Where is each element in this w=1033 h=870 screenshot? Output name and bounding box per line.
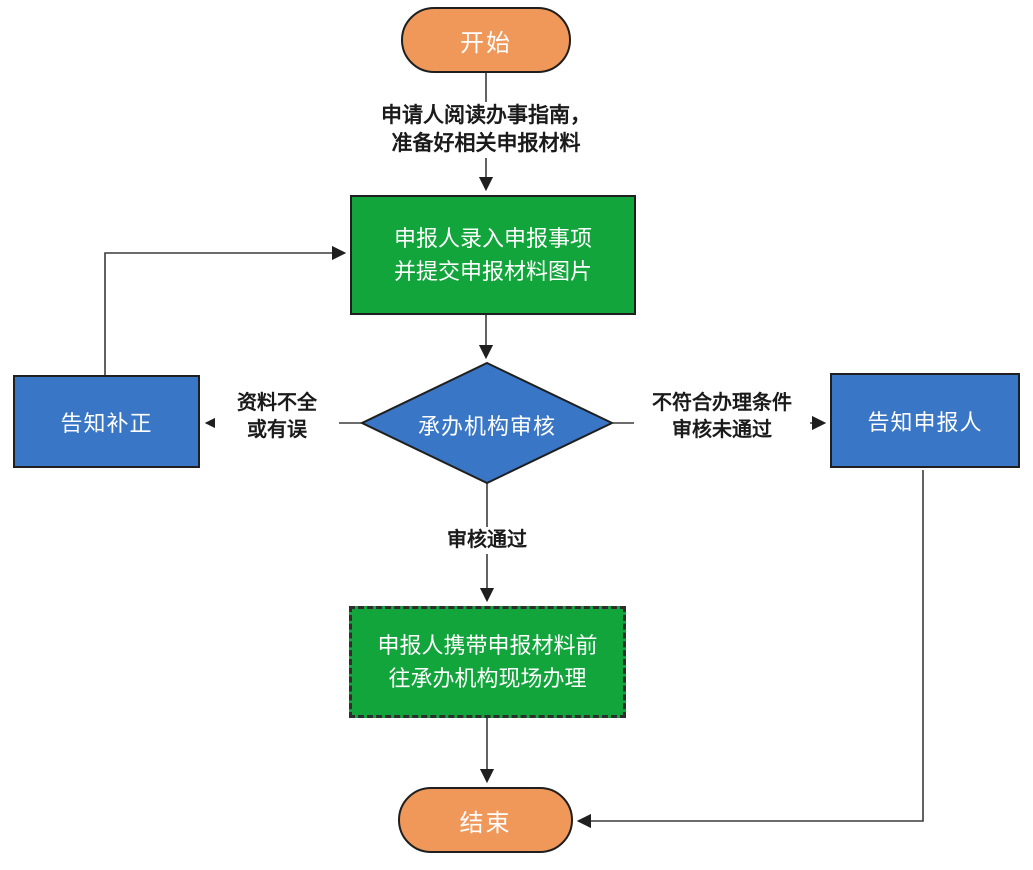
start-node-label: 开始 xyxy=(460,29,512,57)
edge-label-incomplete-line2: 或有误 xyxy=(247,419,307,441)
edge-label-prepare: 申请人阅读办事指南， 准备好相关申报材料 xyxy=(336,102,636,158)
edge-label-rejected: 不符合办理条件 审核未通过 xyxy=(634,390,810,444)
submit-process-line1: 申报人录入申报事项 xyxy=(393,226,592,251)
submit-process-line2: 并提交申报材料图片 xyxy=(393,259,592,284)
edge-label-incomplete-line1: 资料不全 xyxy=(237,392,317,414)
edge-label-prepare-line1: 申请人阅读办事指南， xyxy=(381,104,591,127)
onsite-process-node: 申报人携带申报材料前 往承办机构现场办理 xyxy=(349,606,626,718)
edge-label-rejected-line1: 不符合办理条件 xyxy=(652,392,792,414)
edge-notify-fix-to-submit xyxy=(104,245,347,375)
notify-fix-label: 告知补正 xyxy=(60,410,153,436)
end-node-label: 结束 xyxy=(459,809,512,837)
edge-label-approved: 审核通过 xyxy=(429,527,545,554)
notify-applicant-label: 告知申报人 xyxy=(867,409,983,435)
edge-label-rejected-line2: 审核未通过 xyxy=(672,419,772,441)
notify-applicant-node: 告知申报人 xyxy=(830,373,1020,468)
review-decision-label: 承办机构审核 xyxy=(417,414,556,439)
submit-process-node: 申报人录入申报事项 并提交申报材料图片 xyxy=(350,195,636,315)
edge-label-incomplete: 资料不全 或有误 xyxy=(215,390,339,444)
start-node: 开始 xyxy=(401,7,571,73)
edge-label-prepare-line2: 准备好相关申报材料 xyxy=(391,132,581,155)
end-node: 结束 xyxy=(398,787,573,853)
review-decision-diamond xyxy=(359,361,615,485)
onsite-process-line2: 往承办机构现场办理 xyxy=(388,666,587,691)
edge-notify-applicant-to-end xyxy=(576,470,924,829)
notify-fix-node: 告知补正 xyxy=(13,375,200,468)
onsite-process-line1: 申报人携带申报材料前 xyxy=(377,633,598,658)
